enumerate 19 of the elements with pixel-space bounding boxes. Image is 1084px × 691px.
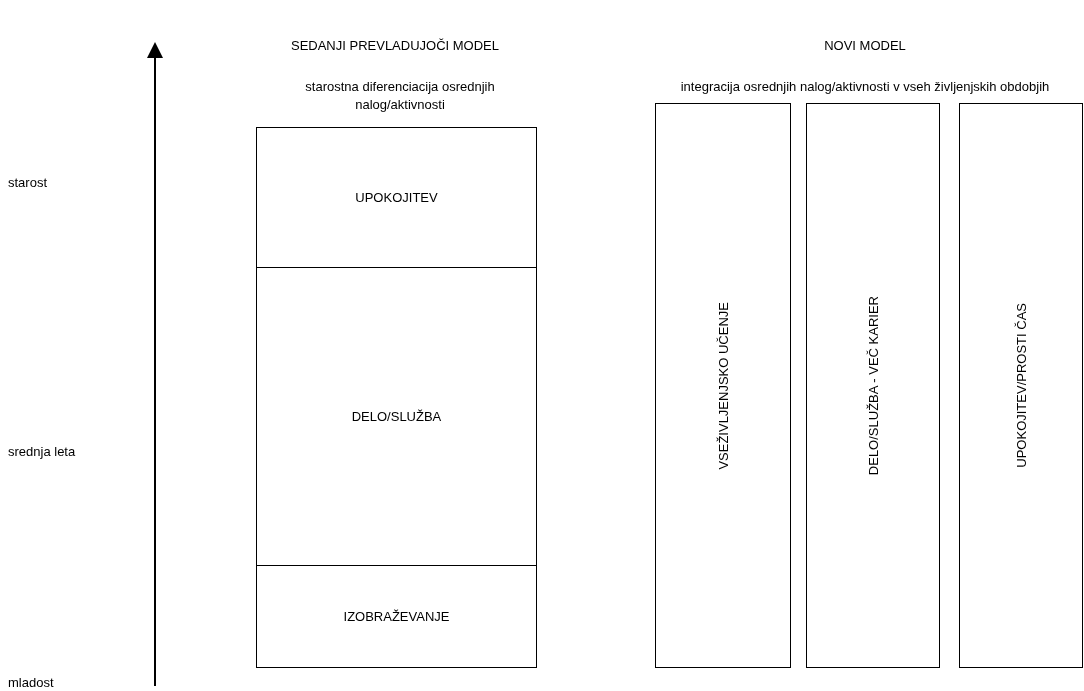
box-label: VSEŽIVLJENJSKO UČENJE <box>715 301 731 470</box>
box-label: DELO/SLUŽBA - VEČ KARIER <box>865 295 881 476</box>
stage-box <box>256 267 537 566</box>
box-label: DELO/SLUŽBA <box>351 409 442 424</box>
box-label: UPOKOJITEV/PROSTI ČAS <box>1013 303 1029 468</box>
column-box <box>959 103 1083 668</box>
subheading: starostna diferenciacija osrednjih nalog/aktivnosti <box>304 78 496 114</box>
subheading: integracija osrednjih nalog/aktivnosti v vseh življenjskih obdobjih <box>679 78 1051 96</box>
stage-box <box>256 127 537 268</box>
column-heading: NOVI MODEL <box>823 37 907 55</box>
stage-box <box>256 565 537 668</box>
axis-label: srednja leta <box>8 443 77 461</box>
column-box <box>655 103 791 668</box>
box-label: IZOBRAŽEVANJE <box>343 609 450 624</box>
column-box <box>806 103 940 668</box>
axis-label: starost <box>8 174 48 192</box>
axis-label: mladost <box>8 674 55 691</box>
column-heading: SEDANJI PREVLADUJOČI MODEL <box>289 37 500 55</box>
box-label: UPOKOJITEV <box>355 190 438 205</box>
